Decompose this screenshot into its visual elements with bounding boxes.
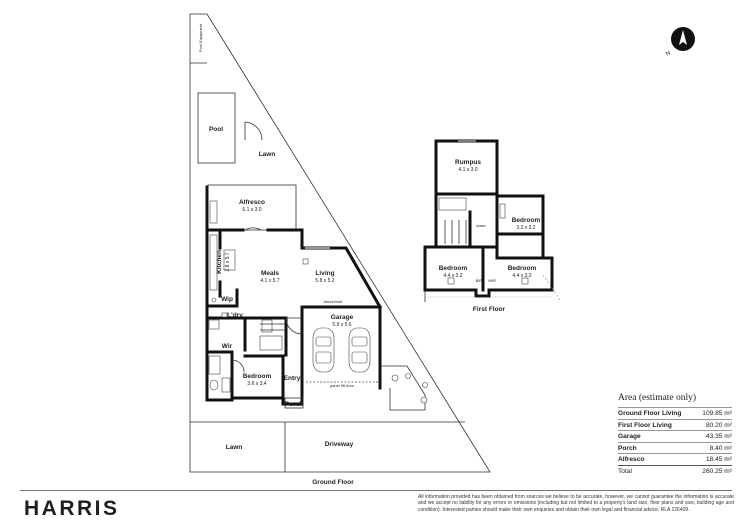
label-meals: Meals bbox=[261, 270, 279, 277]
area-row-name: Garage bbox=[618, 433, 641, 441]
label-pool-equipment: Pool Equipment bbox=[198, 23, 203, 52]
first-floor-walls bbox=[423, 139, 561, 302]
label-stairs-down: down bbox=[476, 223, 486, 228]
first-floor-title: First Floor bbox=[473, 306, 506, 313]
first-floor-labels: Rumpus 4.1 x 3.0 down Bedroom 3.2 x 3.2 … bbox=[439, 159, 541, 313]
site-boundary bbox=[189, 13, 491, 473]
label-driveway: Driveway bbox=[325, 441, 354, 448]
label-bedroom-c-dim: 4.4 x 3.2 bbox=[512, 273, 531, 279]
label-wir: Wir bbox=[222, 343, 233, 350]
label-wip: Wip bbox=[221, 296, 233, 303]
label-bedroom: Bedroom bbox=[243, 373, 272, 380]
label-lawn-top: Lawn bbox=[259, 151, 276, 158]
label-rumpus-dim: 4.1 x 3.0 bbox=[458, 167, 477, 173]
ground-floor-labels: Pool Equipment Pool Lawn Alfresco 6.1 x … bbox=[198, 23, 355, 486]
label-garage-dim: 5.9 x 5.6 bbox=[332, 322, 351, 328]
label-kitchen: Kitchen bbox=[216, 250, 223, 274]
area-total-name: Total bbox=[618, 467, 632, 475]
area-row: Ground Floor Living 109.85 m² bbox=[618, 407, 732, 419]
pool bbox=[197, 92, 236, 164]
label-porch: Porch bbox=[285, 401, 303, 408]
label-bedroom-a: Bedroom bbox=[512, 217, 541, 224]
label-laundry: L'dry bbox=[227, 312, 243, 319]
area-row: Porch 8.40 m² bbox=[618, 441, 732, 454]
label-rumpus: Rumpus bbox=[455, 159, 481, 166]
label-kitchen-dim: 2.8 x 5.7 bbox=[225, 252, 231, 271]
disclaimer-text: All information provided has been obtain… bbox=[418, 494, 734, 513]
area-row-name: Ground Floor Living bbox=[618, 410, 682, 417]
area-row-value: 43.35 m² bbox=[705, 433, 732, 441]
label-alfresco-dim: 6.1 x 3.0 bbox=[242, 207, 261, 213]
area-row: Alfresco 18.45 m² bbox=[618, 453, 732, 465]
area-table: Area (estimate only) Ground Floor Living… bbox=[618, 393, 732, 477]
area-row: Garage 43.35 m² bbox=[618, 430, 732, 442]
area-total-row: Total 260.25 m² bbox=[618, 464, 732, 477]
label-door-note: panel lift door bbox=[330, 383, 355, 388]
label-living-dim: 5.8 x 5.2 bbox=[315, 278, 334, 284]
area-row-value: 80.20 m² bbox=[705, 421, 732, 429]
area-row: First Floor Living 80.20 m² bbox=[618, 418, 732, 431]
label-bench-hob: bench/hob bbox=[324, 299, 343, 304]
label-bedroom-b-dim: 4.4 x 3.2 bbox=[443, 273, 462, 279]
ground-floor-fixtures bbox=[208, 200, 378, 409]
area-row-name: Alfresco bbox=[618, 456, 645, 464]
footer-divider bbox=[20, 490, 732, 491]
north-arrow: N bbox=[665, 27, 695, 58]
area-row-name: First Floor Living bbox=[618, 421, 672, 429]
label-bir: BIR bbox=[476, 278, 483, 283]
area-row-value: 109.85 m² bbox=[702, 410, 732, 417]
label-garage: Garage bbox=[331, 314, 354, 321]
label-wir-upper: WIR bbox=[488, 278, 496, 283]
label-bedroom-c: Bedroom bbox=[508, 265, 537, 272]
label-entry: Entry bbox=[284, 375, 301, 382]
area-row-value: 18.45 m² bbox=[705, 456, 732, 464]
north-label: N bbox=[665, 50, 672, 57]
area-total-value: 260.25 m² bbox=[702, 467, 732, 475]
label-living: Living bbox=[315, 270, 334, 277]
label-lawn-bottom: Lawn bbox=[226, 444, 243, 451]
area-row-name: Porch bbox=[618, 444, 637, 452]
label-alfresco: Alfresco bbox=[239, 199, 265, 206]
brand-logo: HARRIS bbox=[24, 497, 120, 520]
label-meals-dim: 4.1 x 5.7 bbox=[260, 278, 279, 284]
area-row-value: 8.40 m² bbox=[709, 444, 732, 452]
label-pool: Pool bbox=[209, 126, 223, 133]
garage-cars bbox=[312, 327, 371, 373]
storage-fixtures bbox=[391, 373, 428, 404]
label-bedroom-a-dim: 3.2 x 3.2 bbox=[516, 225, 535, 231]
ground-floor-title: Ground Floor bbox=[312, 479, 354, 486]
area-title: Area (estimate only) bbox=[618, 393, 697, 403]
label-bedroom-b: Bedroom bbox=[439, 265, 468, 272]
label-bedroom-dim: 3.6 x 3.4 bbox=[247, 381, 266, 387]
